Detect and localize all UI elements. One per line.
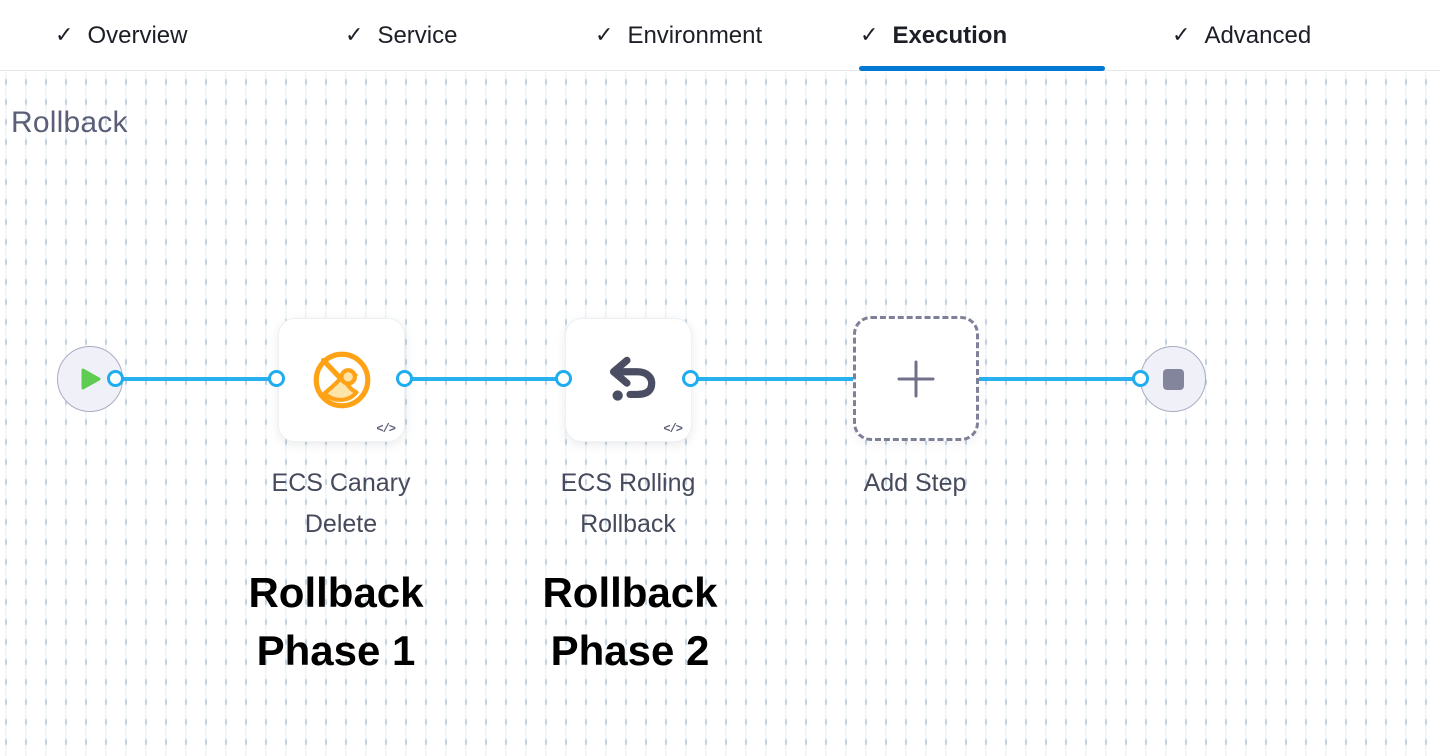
step-name-label: ECS Canary Delete [271,469,411,538]
connector-line [978,377,1141,381]
connector-port [682,370,699,387]
tab-label: Overview [87,21,188,49]
check-icon: ✓ [595,21,614,47]
connector-port [107,370,124,387]
check-icon: ✓ [860,21,879,47]
step-card-ecs-rolling-rollback[interactable]: </> [565,318,692,442]
play-icon [81,368,101,390]
step-card-ecs-canary-delete[interactable]: </> [278,318,405,442]
tab-advanced[interactable]: ✓ Advanced [1172,0,1311,71]
rollback-arrow-icon [609,356,655,401]
add-step-label: Add Step [863,469,967,497]
canary-icon [313,351,370,409]
connector-port [555,370,572,387]
connector-port [1132,370,1149,387]
pipeline-rollback-canvas[interactable]: Rollback </> </> [0,72,1440,756]
tab-label: Service [377,21,458,49]
stage-config-tab-bar: ✓ Overview ✓ Service ✓ Environment ✓ Exe… [0,0,1440,71]
active-tab-underline [859,66,1105,71]
connector-line [116,377,277,381]
section-heading: Rollback [11,106,128,139]
tab-environment[interactable]: ✓ Environment [595,0,762,71]
tab-service[interactable]: ✓ Service [345,0,457,71]
connector-line [690,377,853,381]
tab-execution[interactable]: ✓ Execution [860,0,1007,71]
code-icon: </> [663,422,683,436]
connector-port [268,370,285,387]
tab-overview[interactable]: ✓ Overview [55,0,187,71]
check-icon: ✓ [345,21,364,47]
step-name-label: ECS Rolling Rollback [560,469,696,538]
connector-port [396,370,413,387]
end-node [1140,346,1206,412]
check-icon: ✓ [55,21,74,47]
add-step-button[interactable] [853,316,979,441]
tab-label: Environment [627,21,763,49]
connector-line [404,377,564,381]
check-icon: ✓ [1172,21,1191,47]
code-icon: </> [376,422,396,436]
plus-icon [897,360,935,397]
tab-label: Advanced [1204,21,1312,49]
annotation-rollback-phase-2: Rollback Phase 2 [542,569,718,674]
stop-icon [1162,368,1184,390]
tab-label: Execution [892,21,1008,49]
annotation-rollback-phase-1: Rollback Phase 1 [248,569,424,674]
